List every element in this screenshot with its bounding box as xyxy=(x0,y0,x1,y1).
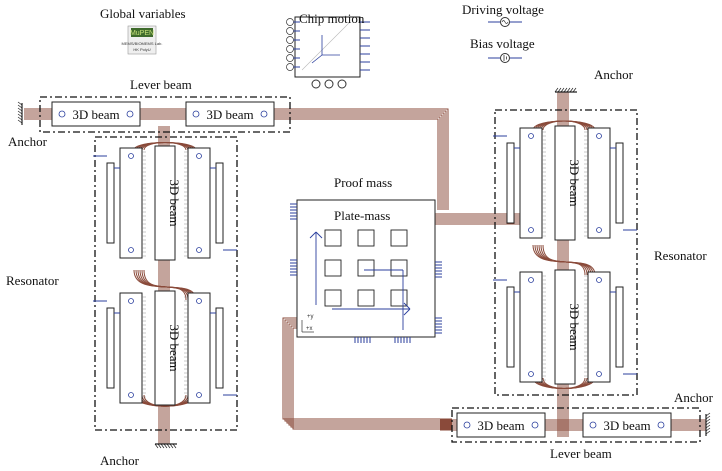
right-anchor-icon[interactable] xyxy=(705,412,711,436)
resonator-comb-right xyxy=(187,147,211,259)
plate-mass-label: Plate-mass xyxy=(334,208,390,223)
global-variables-label: Global variables xyxy=(100,6,186,21)
resonator-comb-right xyxy=(587,271,611,383)
plate-mass-block[interactable]: +y +x xyxy=(290,199,442,343)
plate-mass-hole xyxy=(324,259,342,277)
left-resonator-label: Resonator xyxy=(6,273,59,288)
proofmass-to-lever-wires xyxy=(282,317,452,430)
left-lever-3d-beam-2[interactable]: 3D beam xyxy=(185,101,275,127)
driving-voltage-source-icon[interactable] xyxy=(488,17,522,27)
plate-mass-hole xyxy=(390,229,408,247)
left-bottom-anchor-icon[interactable] xyxy=(154,443,177,449)
svg-text:3D beam: 3D beam xyxy=(477,418,524,433)
proof-mass-label: Proof mass xyxy=(334,175,392,190)
plate-mass-hole xyxy=(324,229,342,247)
left-anchor-label: Anchor xyxy=(8,134,48,149)
resonator-3d-beam-label: 3D beam xyxy=(567,159,582,206)
x-axis-label: +x xyxy=(306,326,313,332)
plate-mass-hole xyxy=(324,289,342,307)
electrode-right xyxy=(615,142,624,224)
right-resonator-group xyxy=(494,109,638,396)
right-top-anchor-label: Anchor xyxy=(594,67,634,82)
svg-text:MuPEN: MuPEN xyxy=(130,30,154,37)
right-lever-3d-beam-2[interactable]: 3D beam xyxy=(582,412,672,438)
plate-mass-hole xyxy=(357,229,375,247)
right-anchor-label: Anchor xyxy=(674,390,714,405)
resonator-comb-left xyxy=(519,127,543,239)
left-resonator-group xyxy=(94,136,238,431)
electrode-left xyxy=(506,286,515,368)
left-lever-beam-group xyxy=(39,96,291,133)
resonator-3d-beam xyxy=(154,290,176,406)
left-resonator[interactable]: 3D beam 3D beam xyxy=(93,145,237,406)
resonator-3d-beam xyxy=(554,269,576,385)
svg-text:3D beam: 3D beam xyxy=(206,107,253,122)
svg-text:HK PolyU: HK PolyU xyxy=(133,47,150,52)
right-top-anchor-icon[interactable] xyxy=(554,87,577,93)
plate-mass-hole xyxy=(357,289,375,307)
bias-voltage-source-icon[interactable] xyxy=(488,53,522,63)
right-lever-beam-group xyxy=(451,407,701,443)
right-lever-3d-beam-1[interactable]: 3D beam xyxy=(456,412,546,438)
plate-mass-hole xyxy=(357,259,375,277)
left-anchor-icon[interactable] xyxy=(17,101,23,125)
svg-text:3D beam: 3D beam xyxy=(603,418,650,433)
right-resonator-label: Resonator xyxy=(654,248,707,263)
resonator-3d-beam xyxy=(554,125,576,241)
svg-text:MEMS/BIOMEMS Lab.: MEMS/BIOMEMS Lab. xyxy=(122,41,163,46)
left-lever-3d-beam-1[interactable]: 3D beam xyxy=(51,101,141,127)
y-axis-label: +y xyxy=(307,314,314,320)
svg-text:3D beam: 3D beam xyxy=(72,107,119,122)
right-resonator[interactable]: 3D beam 3D beam xyxy=(493,125,637,385)
resonator-3d-beam-label: 3D beam xyxy=(167,179,182,226)
electrode-right xyxy=(615,286,624,368)
electrode-left xyxy=(506,142,515,224)
left-lever-beam-label: Lever beam xyxy=(130,77,192,92)
bias-voltage-label: Bias voltage xyxy=(470,36,535,51)
resonator-3d-beam xyxy=(154,145,176,261)
plate-mass-hole xyxy=(390,259,408,277)
lever-to-proofmass-wires xyxy=(290,108,449,210)
resonator-3d-beam-label: 3D beam xyxy=(167,324,182,371)
mupen-logo: MuPEN MEMS/BIOMEMS Lab. HK PolyU xyxy=(122,25,163,55)
resonator-comb-left xyxy=(519,271,543,383)
resonator-comb-left xyxy=(119,147,143,259)
chip-motion-block[interactable] xyxy=(286,16,371,89)
resonator-comb-right xyxy=(587,127,611,239)
electrode-right xyxy=(215,162,224,244)
electrode-left xyxy=(106,162,115,244)
electrode-right xyxy=(215,307,224,389)
chip-motion-label: Chip motion xyxy=(299,11,365,26)
right-lever-beam-label: Lever beam xyxy=(550,446,612,461)
resonator-3d-beam-label: 3D beam xyxy=(567,303,582,350)
left-bottom-anchor-label: Anchor xyxy=(100,453,140,468)
resonator-comb-right xyxy=(187,292,211,404)
electrode-left xyxy=(106,307,115,389)
resonator-comb-left xyxy=(119,292,143,404)
driving-voltage-label: Driving voltage xyxy=(462,2,544,17)
